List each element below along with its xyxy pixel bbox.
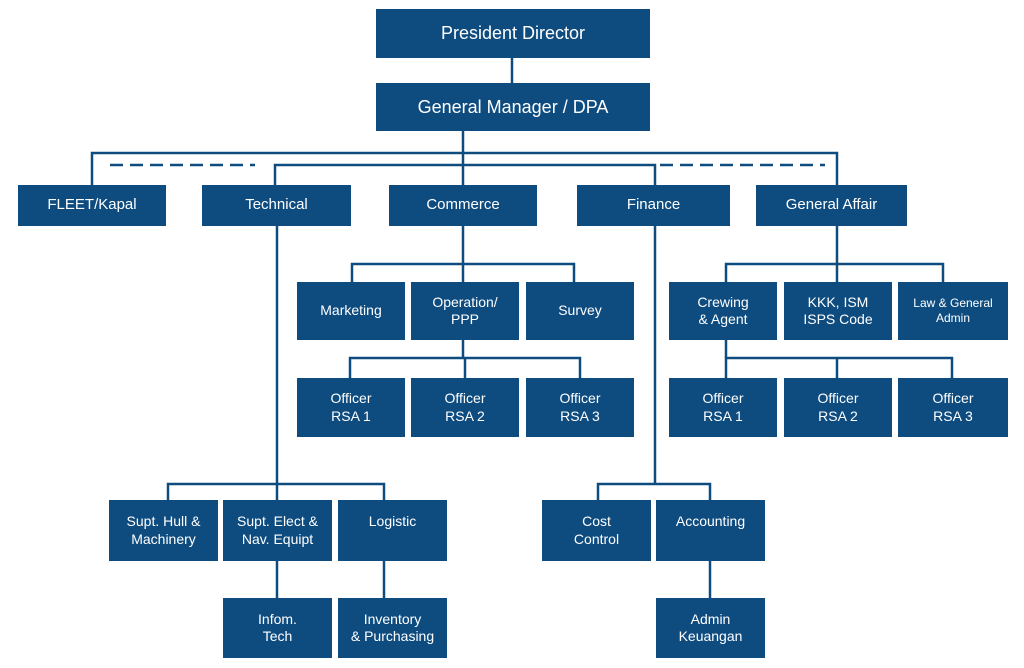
president-label: President Director: [440, 23, 586, 44]
box-dept-finance: Finance: [577, 185, 730, 226]
unit-label: Supt. Elect &: [237, 513, 318, 529]
dept-label: Technical: [245, 196, 308, 214]
unit-label: & Purchasing: [350, 628, 435, 644]
box-admin-keuangan: Admin Keuangan: [656, 598, 765, 658]
box-dept-technical: Technical: [202, 185, 351, 226]
unit-label: Admin: [690, 610, 731, 627]
officer-label: Officer: [559, 390, 601, 406]
officer-label: Officer: [932, 390, 974, 406]
box-president-director: President Director: [376, 9, 650, 58]
unit-label: Survey: [558, 302, 602, 319]
unit-label: PPP: [450, 311, 479, 327]
unit-label: Supt. Hull &: [126, 513, 201, 529]
box-ga-officer-rsa-2: Officer RSA 2: [784, 378, 892, 437]
unit-label: Machinery: [131, 530, 196, 547]
box-operation-ppp: Operation/ PPP: [411, 282, 519, 340]
connector-outer-bracket: [90, 151, 839, 185]
general-manager-label: General Manager / DPA: [417, 96, 609, 117]
box-supt-elect-nav: Supt. Elect & Nav. Equipt: [223, 500, 332, 561]
box-law-general-admin: Law & General Admin: [898, 282, 1008, 340]
officer-label: Officer: [330, 390, 372, 406]
officer-label: RSA 2: [818, 407, 858, 424]
unit-label: Marketing: [320, 302, 382, 319]
box-ga-officer-rsa-3: Officer RSA 3: [898, 378, 1008, 437]
dept-label: FLEET/Kapal: [47, 196, 137, 214]
unit-label: Inventory: [363, 610, 422, 627]
unit-label: Operation/: [432, 293, 498, 310]
box-inventory-purchasing: Inventory & Purchasing: [338, 598, 447, 658]
unit-label: Cost: [582, 513, 611, 529]
box-infom-tech: Infom. Tech: [223, 598, 332, 658]
box-commerce-officer-rsa-2: Officer RSA 2: [411, 378, 519, 437]
box-commerce-officer-rsa-1: Officer RSA 1: [297, 378, 405, 437]
unit-label: Infom.: [258, 610, 297, 627]
connector-ga-units: [724, 262, 945, 282]
dept-label: Commerce: [426, 196, 500, 214]
unit-label: Tech: [262, 628, 293, 644]
connector-inner-bracket: [273, 163, 657, 185]
officer-label: RSA 3: [560, 407, 600, 424]
officer-label: RSA 3: [933, 407, 973, 424]
connector-finance-units: [596, 482, 712, 500]
unit-label: Control: [573, 530, 620, 547]
box-dept-general-affair: General Affair: [756, 185, 907, 226]
unit-label: Logistic: [368, 512, 417, 529]
officer-label: Officer: [817, 390, 859, 406]
box-commerce-officer-rsa-3: Officer RSA 3: [526, 378, 634, 437]
box-dept-fleet: FLEET/Kapal: [18, 185, 166, 226]
officer-label: Officer: [444, 390, 486, 406]
box-survey: Survey: [526, 282, 634, 340]
unit-label: Keuangan: [678, 628, 743, 644]
unit-label: KKK, ISM: [807, 293, 869, 310]
unit-label: Law & General: [913, 296, 993, 310]
box-cost-control: Cost Control: [542, 500, 651, 561]
officer-label: RSA 2: [445, 407, 485, 424]
box-crewing-agent: Crewing & Agent: [669, 282, 777, 340]
unit-label: Admin: [935, 311, 970, 325]
unit-label: Accounting: [675, 512, 746, 529]
unit-label: ISPS Code: [803, 311, 873, 327]
dept-label: General Affair: [785, 196, 878, 214]
box-ga-officer-rsa-1: Officer RSA 1: [669, 378, 777, 437]
unit-label: Crewing: [697, 293, 749, 310]
box-supt-hull-machinery: Supt. Hull & Machinery: [109, 500, 218, 561]
officer-label: RSA 1: [331, 407, 371, 424]
box-accounting: Accounting: [656, 500, 765, 561]
box-general-manager: General Manager / DPA: [376, 83, 650, 131]
unit-label: & Agent: [698, 311, 748, 327]
box-dept-commerce: Commerce: [389, 185, 537, 226]
box-kkk-ism-isps: KKK, ISM ISPS Code: [784, 282, 892, 340]
unit-label: Nav. Equipt: [241, 530, 314, 547]
box-logistic: Logistic: [338, 500, 447, 561]
connector-ga-officers: [724, 356, 954, 378]
officer-label: Officer: [702, 390, 744, 406]
box-marketing: Marketing: [297, 282, 405, 340]
officer-label: RSA 1: [703, 407, 743, 424]
dept-label: Finance: [626, 196, 681, 214]
